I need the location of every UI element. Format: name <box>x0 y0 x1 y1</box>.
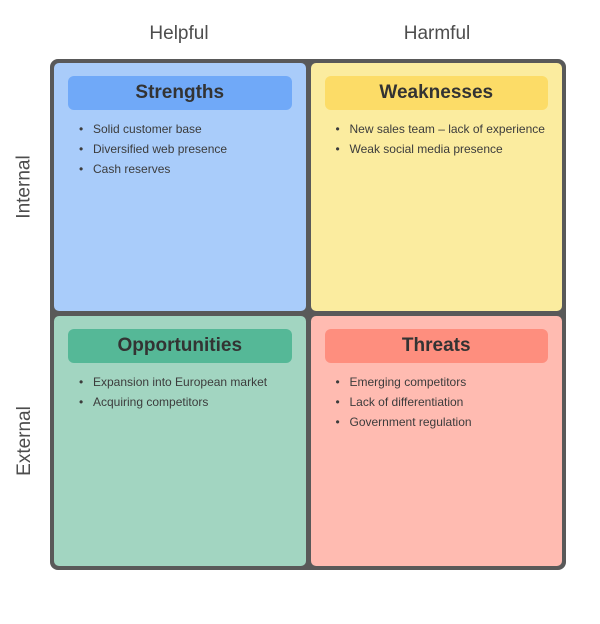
quadrant-strengths-header: Strengths <box>68 76 292 110</box>
quadrant-weaknesses-title: Weaknesses <box>379 82 494 103</box>
list-item: • Cash reserves <box>79 162 298 176</box>
axis-label-harmful: Harmful <box>403 23 471 44</box>
swot-grid: Strengths • Solid customer base • Divers… <box>50 59 566 570</box>
quadrant-weaknesses: Weaknesses • New sales team – lack of ex… <box>310 63 562 311</box>
list-item-text: Emerging competitors <box>349 375 467 389</box>
list-item: • Acquiring competitors <box>79 395 298 409</box>
quadrant-opportunities: Opportunities • Expansion into European … <box>54 316 306 566</box>
axis-label-internal: Internal <box>4 63 46 311</box>
list-item-text: Lack of differentiation <box>349 395 464 409</box>
list-item: • New sales team – lack of experience <box>336 122 555 136</box>
list-item: • Emerging competitors <box>336 375 555 389</box>
quadrant-weaknesses-header: Weaknesses <box>324 76 548 110</box>
bullet-icon: • <box>79 162 84 176</box>
bullet-icon: • <box>79 375 84 389</box>
bullet-icon: • <box>335 395 340 409</box>
list-item-text: Cash reserves <box>93 162 171 176</box>
list-item: • Lack of differentiation <box>336 395 555 409</box>
list-item-text: Solid customer base <box>93 122 202 136</box>
quadrant-opportunities-title: Opportunities <box>117 335 243 356</box>
list-item: • Solid customer base <box>79 122 298 136</box>
quadrant-strengths: Strengths • Solid customer base • Divers… <box>54 63 306 311</box>
list-item-text: Acquiring competitors <box>93 395 209 409</box>
quadrant-threats: Threats • Emerging competitors • Lack of… <box>310 316 562 566</box>
quadrant-weaknesses-list: • New sales team – lack of experience • … <box>336 122 555 156</box>
quadrant-strengths-list: • Solid customer base • Diversified web … <box>79 122 298 176</box>
list-item: • Diversified web presence <box>79 142 298 156</box>
axis-label-internal-text: Internal <box>14 155 35 219</box>
list-item: • Weak social media presence <box>336 142 555 156</box>
axis-label-external: External <box>4 316 46 566</box>
axis-label-helpful: Helpful <box>149 23 209 44</box>
bullet-icon: • <box>335 122 340 136</box>
axis-label-external-text: External <box>14 406 36 476</box>
list-item-text: Government regulation <box>349 415 472 429</box>
bullet-icon: • <box>335 415 340 429</box>
bullet-icon: • <box>79 122 84 136</box>
quadrant-threats-list: • Emerging competitors • Lack of differe… <box>336 375 555 429</box>
quadrant-threats-header: Threats <box>324 329 548 363</box>
bullet-icon: • <box>79 142 84 156</box>
quadrant-opportunities-header: Opportunities <box>68 329 292 363</box>
quadrant-opportunities-list: • Expansion into European market • Acqui… <box>79 375 298 409</box>
bullet-icon: • <box>335 142 340 156</box>
list-item: • Government regulation <box>336 415 555 429</box>
list-item-text: Weak social media presence <box>349 142 503 156</box>
list-item: • Expansion into European market <box>79 375 298 389</box>
quadrant-strengths-title: Strengths <box>135 82 225 103</box>
bullet-icon: • <box>335 375 340 389</box>
list-item-text: Expansion into European market <box>93 375 268 389</box>
quadrant-threats-title: Threats <box>401 335 471 356</box>
list-item-text: Diversified web presence <box>93 142 228 156</box>
list-item-text: New sales team – lack of experience <box>349 122 545 136</box>
bullet-icon: • <box>79 395 84 409</box>
